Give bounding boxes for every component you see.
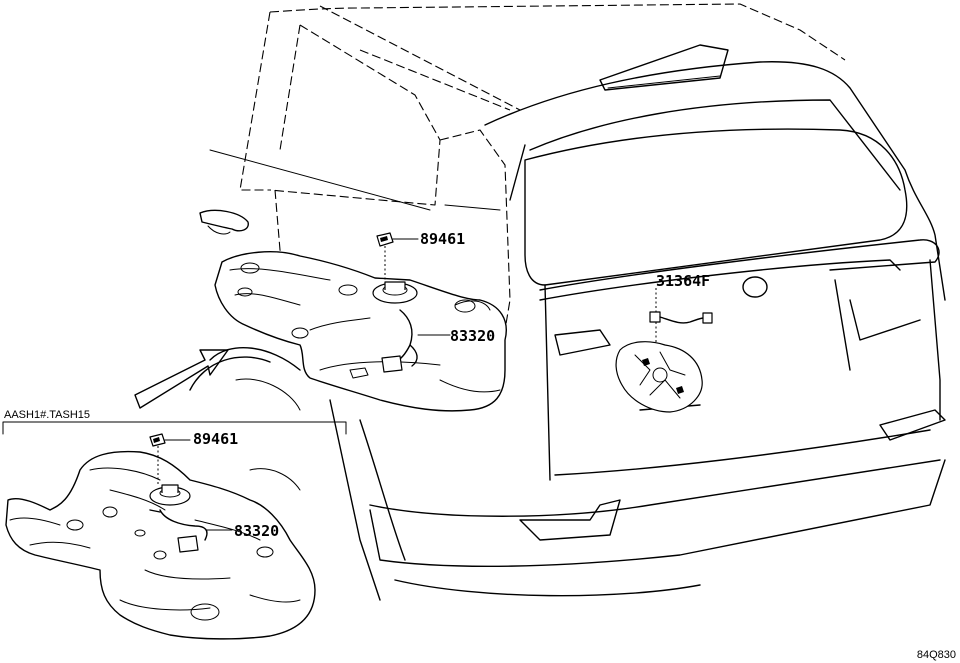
- callout-main-sender-gauge: 89461: [420, 230, 465, 248]
- main-fuel-tank: [214, 251, 507, 412]
- drawing-code: 84Q830: [917, 649, 956, 661]
- callout-main-fuel-sender: 83320: [450, 327, 495, 345]
- callout-rear-connector: 31364F: [656, 272, 710, 290]
- main-sender-gauge: [376, 232, 419, 282]
- callout-inset-fuel-sender: 83320: [234, 522, 279, 540]
- rear-connector: [615, 288, 713, 413]
- vehicle-body-outline: [189, 3, 946, 601]
- inset-frame: [2, 421, 347, 435]
- callout-inset-sender-gauge: 89461: [193, 430, 238, 448]
- inset-sender-gauge: [149, 433, 191, 486]
- variant-label: AASH1#.TASH15: [4, 409, 90, 421]
- inset-fuel-tank: [5, 450, 316, 640]
- direction-arrow: [134, 349, 229, 409]
